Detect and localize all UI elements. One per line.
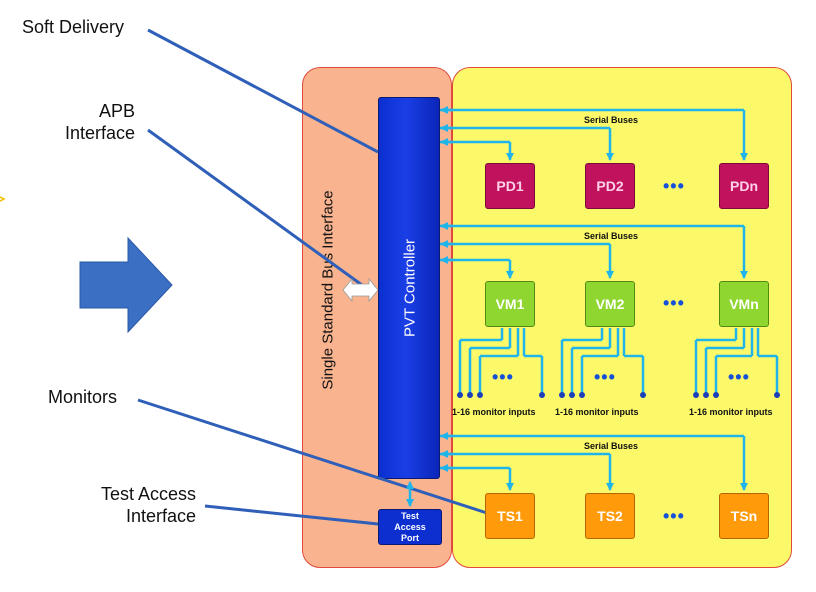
vm-ellipsis: •••: [663, 293, 685, 313]
monitors-label: Monitors: [48, 387, 118, 407]
vmn-monitor-inputs-label: 1-16 monitor inputs: [689, 407, 773, 417]
pd-block-1: PD1: [485, 163, 535, 209]
flow-arrow-icon: [79, 236, 173, 334]
serial-buses-label-ts: Serial Buses: [584, 441, 639, 451]
vm-block-n: VMn: [719, 281, 769, 327]
vm2-monitor-inputs-label: 1-16 monitor inputs: [555, 407, 639, 417]
vm-block-2: VM2: [585, 281, 635, 327]
serial-buses-label-pd: Serial Buses: [584, 115, 639, 125]
soft-delivery-label: Soft Delivery: [22, 17, 125, 37]
ts-block-n: TSn: [719, 493, 769, 539]
pd-ellipsis: •••: [663, 176, 685, 196]
test-access-port: Test Access Port: [378, 509, 442, 545]
vm1-inputs-ellipsis: •••: [492, 367, 514, 387]
pd-block-n: PDn: [719, 163, 769, 209]
apb-interface-label: APB Interface: [64, 101, 135, 143]
ts-ellipsis: •••: [663, 506, 685, 526]
pd-block-2: PD2: [585, 163, 635, 209]
ts-block-1: TS1: [485, 493, 535, 539]
ts-block-2: TS2: [585, 493, 635, 539]
vm-block-1: VM1: [485, 281, 535, 327]
test-access-interface-label: Test Access Interface: [100, 484, 196, 526]
vmn-inputs-ellipsis: •••: [728, 367, 750, 387]
serial-buses-label-vm: Serial Buses: [584, 231, 639, 241]
pvt-controller: [378, 97, 440, 479]
vm2-inputs-ellipsis: •••: [594, 367, 616, 387]
vm1-monitor-inputs-label: 1-16 monitor inputs: [452, 407, 536, 417]
bus-double-arrow-icon: [342, 277, 379, 303]
